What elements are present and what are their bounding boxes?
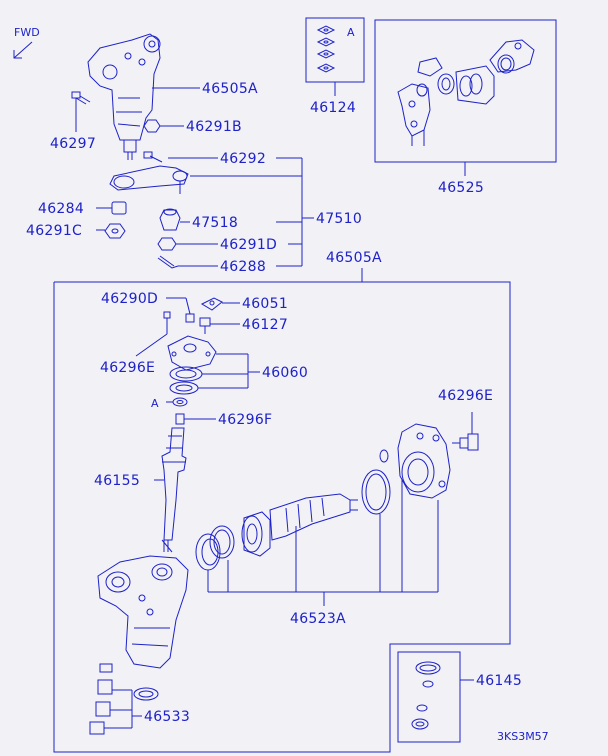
box-46145 xyxy=(397,651,461,743)
label-46292: 46292 xyxy=(220,151,266,167)
box-46124 xyxy=(305,17,365,83)
o-ring-set-46145[interactable] xyxy=(411,661,441,730)
bolt-46296e-left[interactable] xyxy=(163,311,171,334)
label-46297: 46297 xyxy=(50,136,96,152)
fwd-indicator: FWD xyxy=(13,26,40,59)
worm-valve-assembly-46523a[interactable] xyxy=(195,449,391,571)
nut-46291c[interactable] xyxy=(104,223,126,239)
callout-a-lower: A xyxy=(151,397,159,410)
nut-46290d[interactable] xyxy=(185,313,195,323)
shim-46296f-a[interactable] xyxy=(172,397,188,407)
label-46505a-top: 46505A xyxy=(202,81,258,97)
label-46127: 46127 xyxy=(242,317,288,333)
label-46124: 46124 xyxy=(310,100,356,116)
label-46060: 46060 xyxy=(262,365,308,381)
bolt-46297[interactable] xyxy=(71,91,91,105)
label-46296e-left: 46296E xyxy=(100,360,155,376)
top-cover-46060[interactable] xyxy=(167,335,217,395)
part-46051[interactable] xyxy=(200,297,223,311)
cotter-pin-46288[interactable] xyxy=(157,255,179,269)
valve-housing[interactable] xyxy=(397,423,451,499)
label-46296f: 46296F xyxy=(218,412,272,428)
label-46145: 46145 xyxy=(476,673,522,689)
callout-a-upper: A xyxy=(347,26,355,39)
cap-46284[interactable] xyxy=(111,201,127,215)
gear-housing-lower[interactable] xyxy=(97,555,189,669)
sector-shaft-46155[interactable] xyxy=(161,427,187,553)
fwd-arrow-icon xyxy=(13,41,33,59)
seal-set-46533[interactable] xyxy=(89,663,159,735)
pitman-arm-46292[interactable] xyxy=(109,151,189,194)
label-46290d: 46290D xyxy=(101,291,158,307)
label-46051: 46051 xyxy=(242,296,288,312)
label-47510: 47510 xyxy=(316,211,362,227)
label-46525: 46525 xyxy=(438,180,484,196)
seal-kit-46525[interactable] xyxy=(397,39,535,146)
shim-set-46124[interactable] xyxy=(316,25,336,73)
fwd-label: FWD xyxy=(14,26,40,39)
steering-gear-housing-top[interactable] xyxy=(87,33,161,160)
label-46296e-right: 46296E xyxy=(438,388,493,404)
boot-47518[interactable] xyxy=(159,208,181,231)
reference-code: 3KS3M57 xyxy=(497,730,549,743)
label-46284: 46284 xyxy=(38,201,84,217)
label-46291d: 46291D xyxy=(220,237,277,253)
label-46291b: 46291B xyxy=(186,119,242,135)
nut-46291d[interactable] xyxy=(157,237,177,251)
label-46155: 46155 xyxy=(94,473,140,489)
bolt-46127[interactable] xyxy=(199,317,211,334)
label-46291c: 46291C xyxy=(26,223,82,239)
fitting-46296e-right[interactable] xyxy=(452,433,479,451)
box-46505a xyxy=(53,281,511,753)
label-46288: 46288 xyxy=(220,259,266,275)
label-46523a: 46523A xyxy=(290,611,346,627)
label-47518: 47518 xyxy=(192,215,238,231)
nut-46291b[interactable] xyxy=(143,119,161,133)
label-46533: 46533 xyxy=(144,709,190,725)
label-46505a-box: 46505A xyxy=(326,250,382,266)
bolt-46296f[interactable] xyxy=(175,413,185,425)
